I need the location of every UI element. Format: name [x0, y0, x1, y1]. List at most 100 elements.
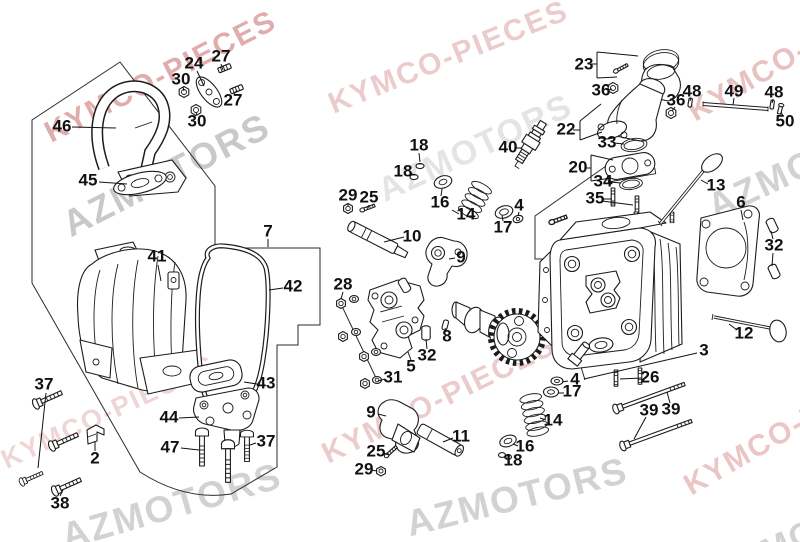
- part-number-32: 32: [418, 345, 437, 364]
- part-number-17: 17: [563, 381, 582, 400]
- leader-line-28: [340, 291, 344, 300]
- part-number-40: 40: [499, 137, 518, 156]
- part-41-cylinder-head-cover: [76, 241, 202, 395]
- watermark-text: AZMOTORS: [57, 455, 287, 542]
- part-16-spring-retainer-upper: [433, 175, 453, 189]
- leader-line-14: [539, 417, 547, 421]
- part-number-25: 25: [360, 187, 379, 206]
- leader-line-4: [561, 380, 569, 383]
- leader-line-29: [370, 469, 378, 472]
- part-16-spring-retainer-lower: [499, 434, 517, 448]
- part-number-18: 18: [410, 135, 429, 154]
- part-30-nut: [178, 85, 202, 117]
- leader-line-31: [377, 378, 386, 382]
- leader-line-18: [409, 172, 415, 176]
- leader-line-39: [633, 416, 647, 440]
- leader-line-27: [233, 89, 238, 95]
- leader-line-17: [501, 214, 504, 222]
- part-number-11: 11: [452, 426, 470, 445]
- leader-line-20: [590, 177, 612, 182]
- part-14-valve-spring-upper: [458, 180, 492, 220]
- leader-line-33: [613, 142, 625, 145]
- leader-line-36: [607, 88, 613, 91]
- part-number-23: 23: [575, 54, 594, 73]
- part-number-5: 5: [406, 356, 415, 375]
- leader-line-23: [596, 76, 618, 79]
- part-29-adjuster-nut-lower: [376, 465, 386, 477]
- part-number-36: 36: [667, 90, 686, 109]
- part-number-3: 3: [699, 340, 708, 359]
- part-number-13: 13: [707, 175, 726, 194]
- part-34-o-ring: [619, 177, 643, 191]
- part-number-33: 33: [598, 132, 617, 151]
- leader-line-37: [37, 392, 47, 469]
- part-number-29: 29: [355, 459, 374, 478]
- part-number-46: 46: [53, 116, 72, 135]
- part-9-rocker-arm-lower: [377, 399, 421, 454]
- part-28-nuts-washers: [336, 294, 382, 390]
- part-number-39: 39: [640, 400, 659, 419]
- valve-cover-group-frame: [31, 61, 321, 496]
- part-number-7: 7: [263, 221, 272, 240]
- part-number-39: 39: [662, 399, 681, 418]
- leader-line-48: [689, 97, 692, 102]
- part-number-29: 29: [339, 185, 358, 204]
- leader-line-32: [425, 338, 428, 350]
- part-22-intake-pipe: [596, 78, 666, 142]
- part-number-37: 37: [35, 374, 54, 393]
- part-number-49: 49: [725, 81, 744, 100]
- part-number-31: 31: [384, 367, 403, 386]
- part-number-25: 25: [367, 441, 386, 460]
- leader-line-23: [596, 51, 639, 57]
- part-43-breather-plate: [189, 359, 243, 393]
- part-number-12: 12: [735, 323, 754, 342]
- part-4-stem-seal-lower: [550, 376, 564, 386]
- leader-line-45: [98, 181, 128, 185]
- leader-line-48: [771, 98, 774, 104]
- leader-line-38: [59, 489, 64, 497]
- part-10-rocker-arm-shaft: [347, 220, 409, 259]
- part-20-insulator: [604, 152, 657, 183]
- part-37-flange-bolt: [239, 429, 255, 463]
- part-9-rocker-arm-upper: [425, 236, 468, 287]
- part-13-valve: [657, 153, 723, 227]
- leader-line-47: [180, 447, 200, 451]
- part-48-pin: [687, 97, 775, 110]
- part-number-28: 28: [334, 274, 353, 293]
- part-number-16: 16: [431, 192, 450, 211]
- leader-line-9: [448, 257, 456, 260]
- part-number-37: 37: [257, 431, 276, 450]
- part-number-9: 9: [456, 247, 465, 266]
- parts: [17, 49, 787, 498]
- part-36-nut: [607, 81, 677, 120]
- part-number-20: 20: [569, 157, 588, 176]
- part-number-24: 24: [185, 53, 204, 72]
- part-number-36: 36: [592, 80, 611, 99]
- part-number-6: 6: [736, 192, 745, 211]
- part-number-30: 30: [172, 69, 191, 88]
- part-18-valve-cotters-upper: [409, 162, 425, 181]
- leader-line-43: [243, 381, 258, 385]
- leader-line-25: [382, 452, 390, 456]
- part-17-spring-seat-lower: [542, 386, 560, 398]
- leader-line-30: [182, 86, 185, 92]
- part-number-32: 32: [765, 235, 784, 254]
- leader-line-13: [700, 179, 709, 185]
- part-number-4: 4: [570, 369, 580, 388]
- part-number-41: 41: [148, 246, 167, 265]
- leader-line-22: [579, 103, 602, 122]
- part-24-plate: [195, 76, 223, 108]
- part-6-head-gasket: [696, 205, 760, 297]
- part-12-valve: [711, 313, 787, 343]
- leader-line-36: [671, 106, 676, 112]
- leader-line-20: [590, 154, 614, 161]
- part-2-clip: [86, 424, 105, 445]
- leader-line-5: [407, 351, 412, 361]
- leader-line-37: [249, 442, 257, 446]
- leader-line-6: [740, 209, 744, 221]
- leader-line-30: [195, 111, 198, 116]
- leader-line-16: [440, 188, 443, 197]
- part-number-44: 44: [160, 407, 179, 426]
- part-number-22: 22: [557, 119, 576, 138]
- part-number-18: 18: [504, 450, 523, 469]
